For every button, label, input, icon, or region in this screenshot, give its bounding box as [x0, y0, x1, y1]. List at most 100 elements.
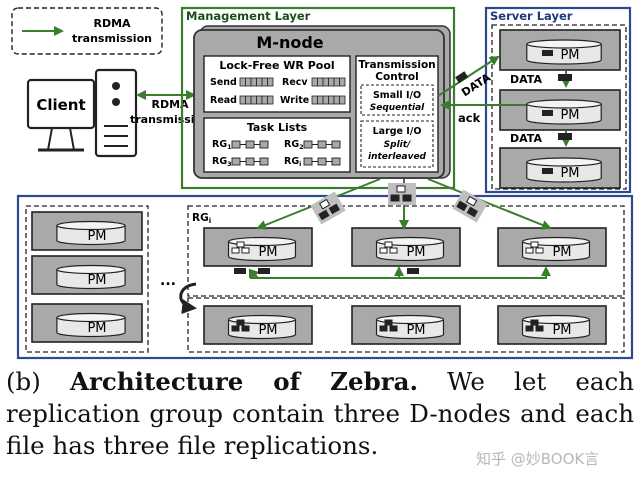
server-pm-node-2-block: [542, 110, 553, 116]
rgi-pm-node-2-label: PM: [406, 245, 425, 260]
rgi-next-pm-node-2-block-right: [389, 325, 398, 332]
server-layer-title: Server Layer: [490, 9, 573, 23]
task-lists-title: Task Lists: [247, 121, 308, 134]
rg2-pm-node-1: PM: [31, 211, 143, 251]
rgi-next-pm-node-2-block-left: [379, 325, 388, 332]
server-pm-node-3-cylinder: [526, 162, 602, 183]
rgi-pm-node-3-label: PM: [552, 245, 571, 260]
caption-text: We let each replication group contain th…: [6, 367, 634, 460]
wr-recv-label: Recv: [282, 77, 308, 88]
rg2-pm-node-2: PM: [31, 255, 143, 295]
client-label: Client: [36, 96, 85, 114]
server-pm-node-2-cylinder: [526, 104, 602, 125]
rgi-next-pm-node-2: PM: [351, 305, 461, 345]
task-rg1-label: RG1: [212, 139, 232, 151]
rgi-pm-node-2-block-top: [384, 241, 393, 248]
rg2-pm-node-1-label: PM: [87, 229, 106, 244]
rgi-next-pm-node-1-block-top: [236, 319, 245, 326]
large-io-label-3: interleaved: [368, 152, 427, 162]
server-pm-node-3: PM: [499, 147, 621, 189]
data-arrow-packet: [455, 71, 469, 84]
fanout-packet-right: [452, 189, 488, 223]
server-rg1-group: [491, 24, 627, 190]
rgi-chain-left-arrow: [248, 268, 260, 280]
rgi-pm-node-2-cylinder: [375, 241, 445, 262]
bottom-rgi-label: RGi: [192, 212, 211, 225]
rg2-pm-node-3: PM: [31, 303, 143, 343]
rgi-next-pm-node-1-label: PM: [258, 323, 277, 338]
bottom-ellipsis: ...: [160, 273, 176, 289]
rg2-pm-node-1-cylinder: [56, 225, 126, 246]
tc-title-2: Control: [375, 71, 418, 83]
tc-title-1: Transmission: [358, 59, 435, 71]
management-layer-title: Management Layer: [186, 9, 311, 23]
small-io-box: [360, 84, 434, 116]
mnode-fanout: [256, 178, 552, 230]
server-packet-1: [558, 74, 572, 81]
fanout-arrow-right: [427, 178, 552, 230]
management-layer-frame: [180, 6, 456, 190]
rgi-next-pm-node-1-block-right: [241, 325, 250, 332]
rgi-packet-2: [407, 268, 419, 274]
rgi-pm-node-3-block-right: [535, 247, 544, 254]
rgi-next-pm-node-3-block-left: [525, 325, 534, 332]
rgi-pm-node-3: PM: [497, 227, 607, 267]
ack-label: ack: [458, 111, 481, 125]
rgi-pm-node-1-block-right: [241, 247, 250, 254]
server-pm-node-2: PM: [499, 89, 621, 131]
wr-pool-title: Lock-Free WR Pool: [219, 59, 334, 72]
small-io-label-2: Sequential: [370, 103, 425, 113]
server-packet-2: [558, 133, 572, 140]
wr-read-label: Read: [210, 95, 237, 106]
bottom-rg2-group: [25, 205, 149, 353]
large-io-box: [360, 120, 434, 168]
legend-label-2: transmission: [72, 32, 152, 45]
server-layer-frame: [484, 6, 632, 194]
server-pm-node-3-block: [542, 168, 553, 174]
small-io-label-1: Small I/O: [373, 90, 421, 101]
rgi-next-pm-node-3-label: PM: [552, 323, 571, 338]
server-pm-node-1: PM: [499, 29, 621, 71]
server-pm-node-3-label: PM: [560, 166, 579, 181]
rgi-pm-node-1-label: PM: [258, 245, 277, 260]
rgi-pm-node-1-block-top: [236, 241, 245, 248]
rgi-pm-node-1-cylinder: [227, 241, 297, 262]
rgi-next-pm-node-2-label: PM: [406, 323, 425, 338]
rgi-next-pm-node-1-cylinder: [227, 319, 297, 340]
server-pm-node-2-label: PM: [560, 108, 579, 123]
task-rg3-label: RG3: [212, 156, 232, 168]
rgi-chain: [234, 268, 546, 280]
rgi-next-pm-node-2-block-top: [384, 319, 393, 326]
rgi-packet-1: [258, 268, 270, 274]
wr-read-queue: [239, 95, 274, 105]
rotation-arrow: [179, 282, 197, 315]
fanout-packet-middle: [388, 183, 416, 205]
management-layer: Management Layer M-node Lock-Free WR Poo…: [180, 6, 456, 190]
wr-recv-queue: [311, 77, 346, 87]
client-link-label-1: RDMA: [151, 98, 189, 111]
bottom-rgi-next-group: [187, 297, 625, 353]
figure-caption: (b) Architecture of Zebra. We let each r…: [6, 366, 634, 462]
rgi-next-pm-node-3-block-top: [530, 319, 539, 326]
client-link: RDMA transmission: [130, 90, 210, 126]
rgi-next-pm-node-3-cylinder: [521, 319, 591, 340]
server-pm-node-1-label: PM: [560, 48, 579, 63]
rg2-pm-node-3-cylinder: [56, 317, 126, 338]
task-chain-rg2: [303, 140, 341, 149]
watermark: 知乎 @妙BOOK言: [476, 450, 600, 468]
server-data-label-2: DATA: [510, 132, 542, 145]
rg2-pm-node-3-label: PM: [87, 321, 106, 336]
client-stand: [46, 127, 76, 151]
legend-label-1: RDMA: [93, 17, 131, 30]
task-chain-rg3: [231, 157, 269, 166]
rgi-next-pm-node-1: PM: [203, 305, 313, 345]
task-chain-rgi: [303, 157, 341, 166]
rgi-pm-node-2-block-left: [379, 247, 388, 254]
client: Client: [26, 68, 138, 158]
rgi-pm-node-2: PM: [351, 227, 461, 267]
rg2-pm-node-2-label: PM: [87, 273, 106, 288]
rgi-next-pm-node-1-block-left: [231, 325, 240, 332]
